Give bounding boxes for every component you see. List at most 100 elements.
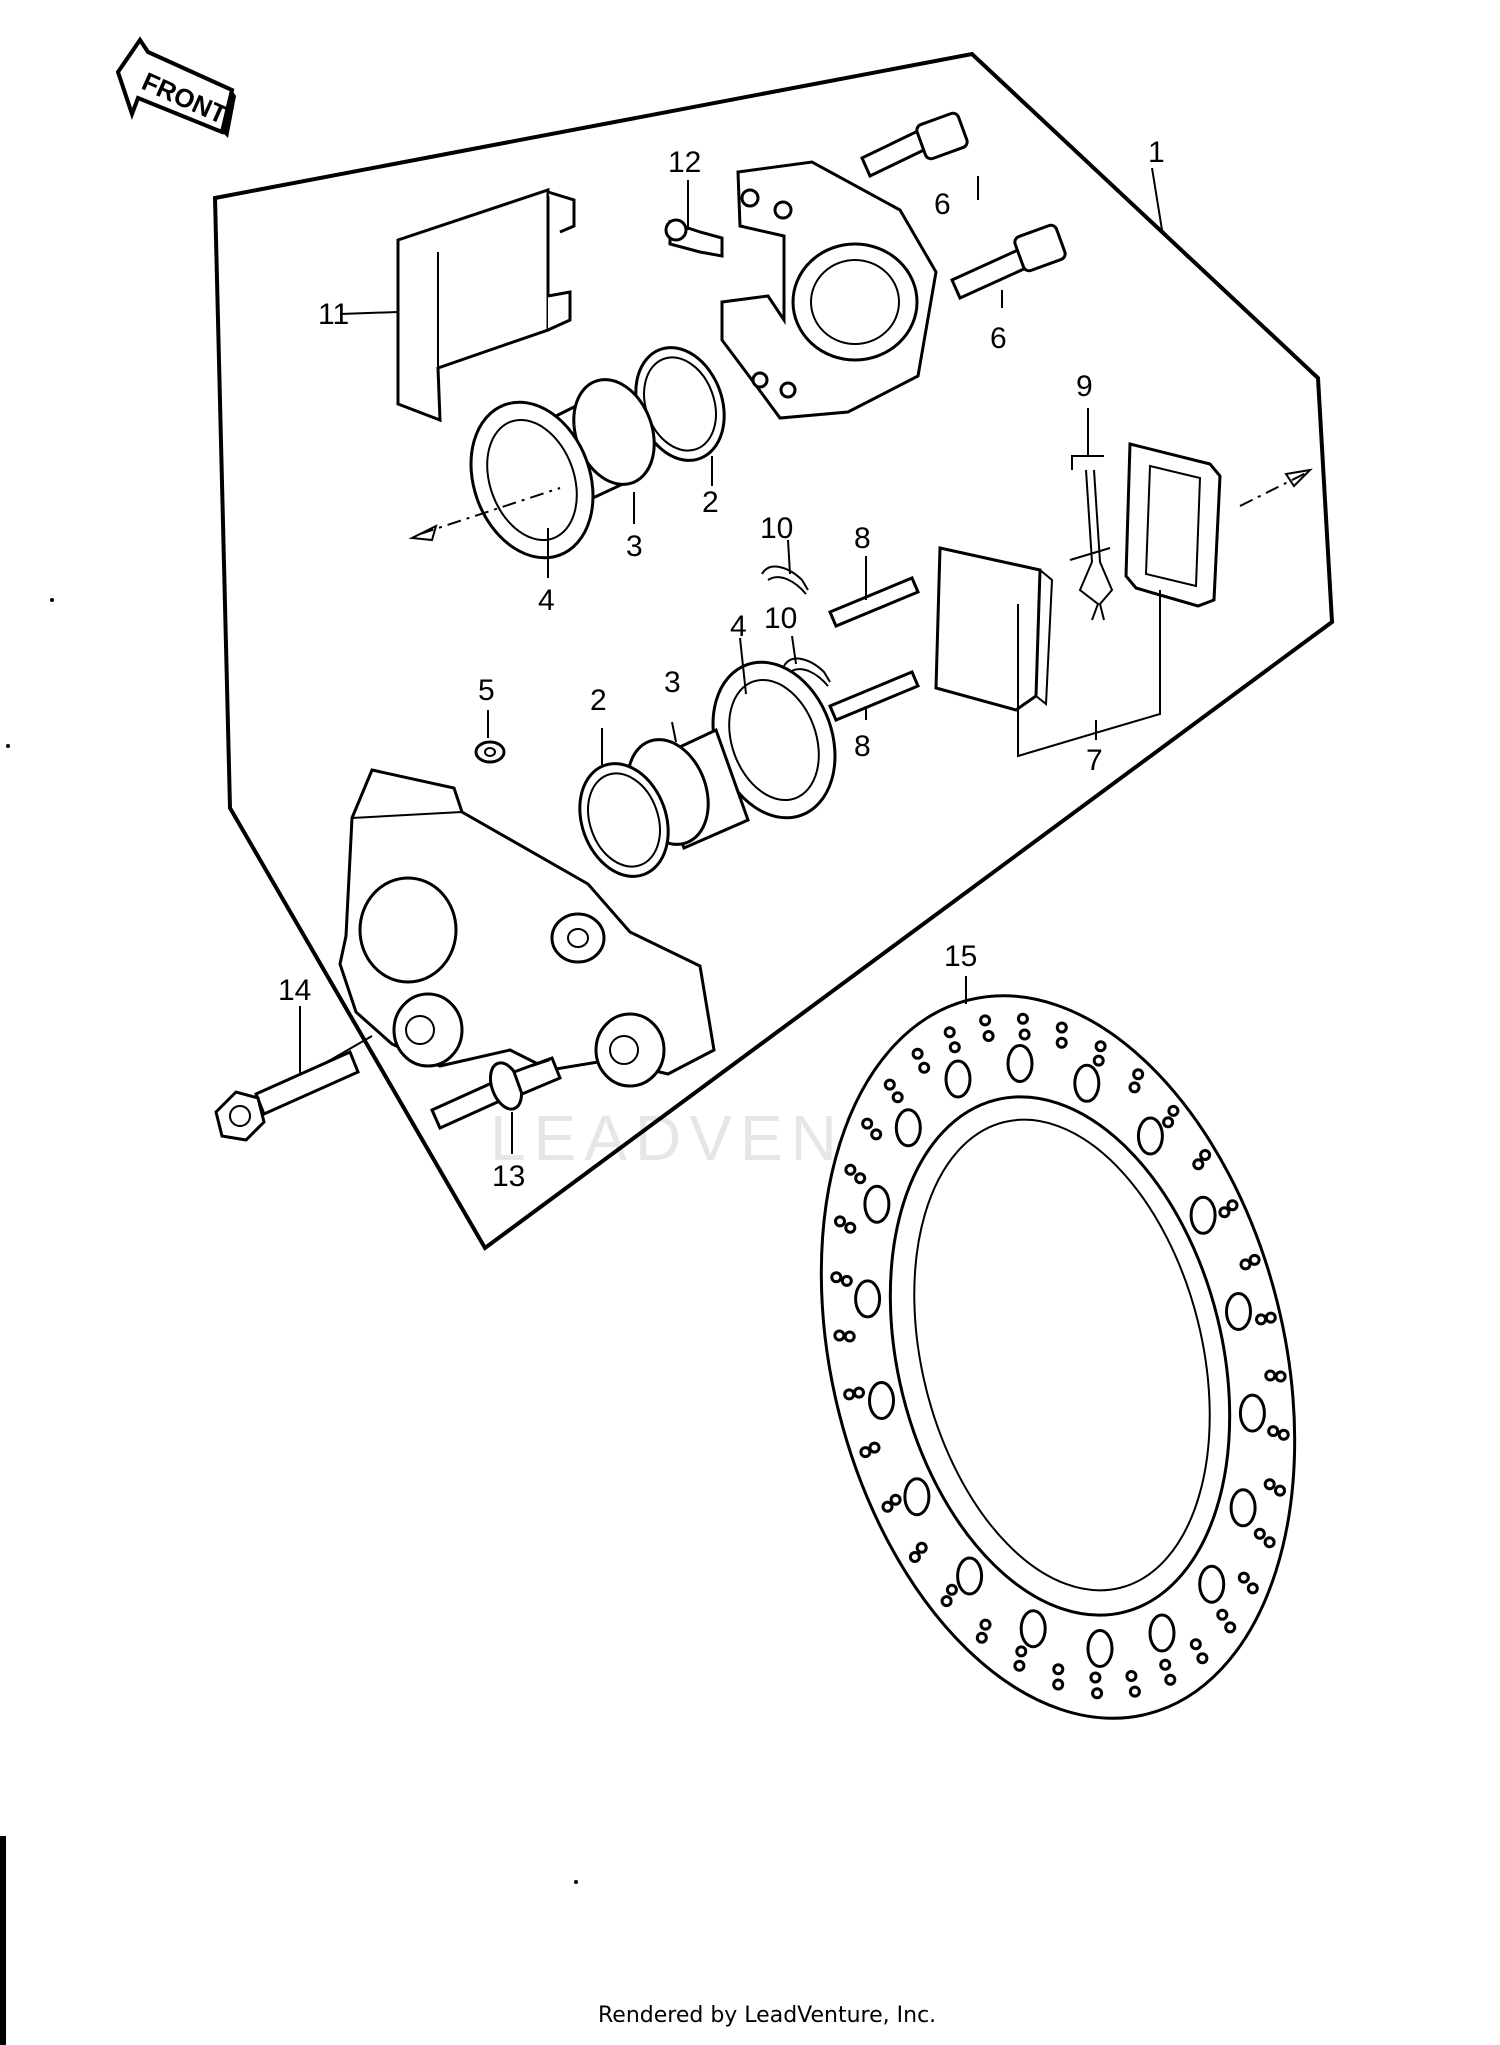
disc-vent-hole [1199,1149,1212,1161]
disc-vent-hole [948,1041,961,1054]
disc-vent-hole [908,1551,921,1563]
disc-vent-hole [943,1026,956,1039]
disc-vent-hole [1263,1536,1276,1549]
disc-vent-hole [1253,1527,1266,1540]
anti-rattle-spring [1069,469,1114,621]
disc-vent-hole [1091,1687,1104,1700]
mounting-bolt-upper [860,111,969,179]
disc-vent-hole [1192,1158,1205,1171]
disc-vent-hole [975,1631,988,1644]
disc-vent-hole [1125,1670,1138,1682]
caliper-bolt [214,1035,373,1142]
disc-vent-hole [1264,1311,1277,1324]
callout-5: 5 [478,674,495,707]
disc-vent-hole [834,1215,846,1228]
disc-vent-hole [1015,1645,1028,1658]
disc-hole [1019,1609,1047,1649]
retaining-clip-upper [761,565,809,595]
callout-6a: 6 [934,188,951,221]
disc-vent-hole [1264,1369,1277,1382]
brake-pad-outer [1124,442,1222,608]
brake-disc [819,994,1297,1720]
disc-hole [1073,1063,1101,1103]
disc-vent-hole [1226,1199,1239,1212]
disc-vent-hole [1248,1253,1261,1266]
disc-vent-hole [1246,1582,1259,1595]
disc-vent-hole [979,1618,992,1631]
disc-vent-hole [911,1047,924,1060]
disc-vent-hole [1274,1370,1287,1383]
disc-vent-hole [1128,1081,1141,1094]
disc-vent-hole [861,1117,874,1130]
disc-vent-hole [1016,1012,1029,1025]
disc-vent-hole [1277,1428,1290,1441]
callout-10a: 10 [760,512,793,545]
disc-vent-hole [1239,1258,1252,1271]
disc-hole [1006,1044,1034,1083]
disc-vent-hole [982,1030,995,1042]
leader-lines [299,167,1189,1154]
disc-vent-hole [883,1078,896,1091]
disc-vent-hole [1055,1036,1068,1049]
callout-11: 11 [318,298,349,331]
callout-1: 1 [1148,136,1165,169]
disc-hole [956,1556,984,1596]
disc-vent-hole [891,1091,904,1104]
disc-vent-hole [1274,1484,1286,1497]
disc-holes [854,1044,1266,1668]
disc-vent-hole [1162,1116,1175,1129]
caliper-upper-part [720,160,938,420]
disc-vent-hole [889,1493,902,1506]
left-edge-bar [0,1836,6,2045]
callout-13: 13 [492,1160,525,1193]
disc-vent-hole [843,1330,856,1343]
disc-vent-hole [1132,1068,1145,1081]
disc-vent-hole [1055,1021,1068,1034]
bleed-valve-part [664,218,724,258]
disc-hole [1229,1488,1257,1528]
callout-4a: 4 [538,584,555,617]
callout-15: 15 [944,940,977,973]
disc-vent-hole [844,1163,857,1176]
mounting-bolt-lower [950,223,1067,300]
assembly-boundary [212,51,1335,1251]
pad-pin-upper [828,576,920,628]
disc-vent-hole [1052,1663,1065,1676]
disc-vent-hole [1263,1478,1276,1491]
disc-vent-holes [830,1012,1290,1700]
disc-vent-hole [859,1446,872,1459]
disc-hole [894,1108,922,1148]
disc-vent-hole [833,1329,846,1342]
disc-vent-hole [1164,1673,1177,1686]
disc-vent-hole [915,1541,928,1554]
disc-vent-hole [1167,1104,1180,1117]
caliper-stud [430,1056,562,1130]
disc-vent-hole [1196,1652,1209,1665]
disc-hole [1198,1564,1226,1604]
disc-vent-hole [844,1221,857,1234]
disc-vent-hole [853,1386,865,1399]
callout-10b: 10 [764,602,797,635]
disc-vent-hole [945,1583,958,1596]
callout-8a: 8 [854,522,871,555]
disc-hole [868,1381,895,1420]
callout-8b: 8 [854,730,871,763]
callout-6b: 6 [990,322,1007,355]
disc-hole [1136,1116,1164,1156]
disc-vent-hole [1237,1571,1250,1584]
disc-vent-hole [870,1128,883,1141]
pad-pin-lower [828,670,920,722]
disc-vent-hole [1128,1685,1141,1698]
disc-vent-hole [881,1500,894,1513]
disc-vent-hole [843,1388,856,1401]
callout-14: 14 [278,974,311,1007]
disc-vent-hole [1218,1206,1231,1219]
disc-vent-hole [940,1595,953,1608]
callout-2b: 2 [590,684,607,717]
washer-part [474,740,506,764]
disc-vent-hole [979,1014,992,1027]
callout-2a: 2 [702,486,719,519]
disc-hole [1148,1613,1176,1653]
disc-vent-hole [830,1271,843,1284]
